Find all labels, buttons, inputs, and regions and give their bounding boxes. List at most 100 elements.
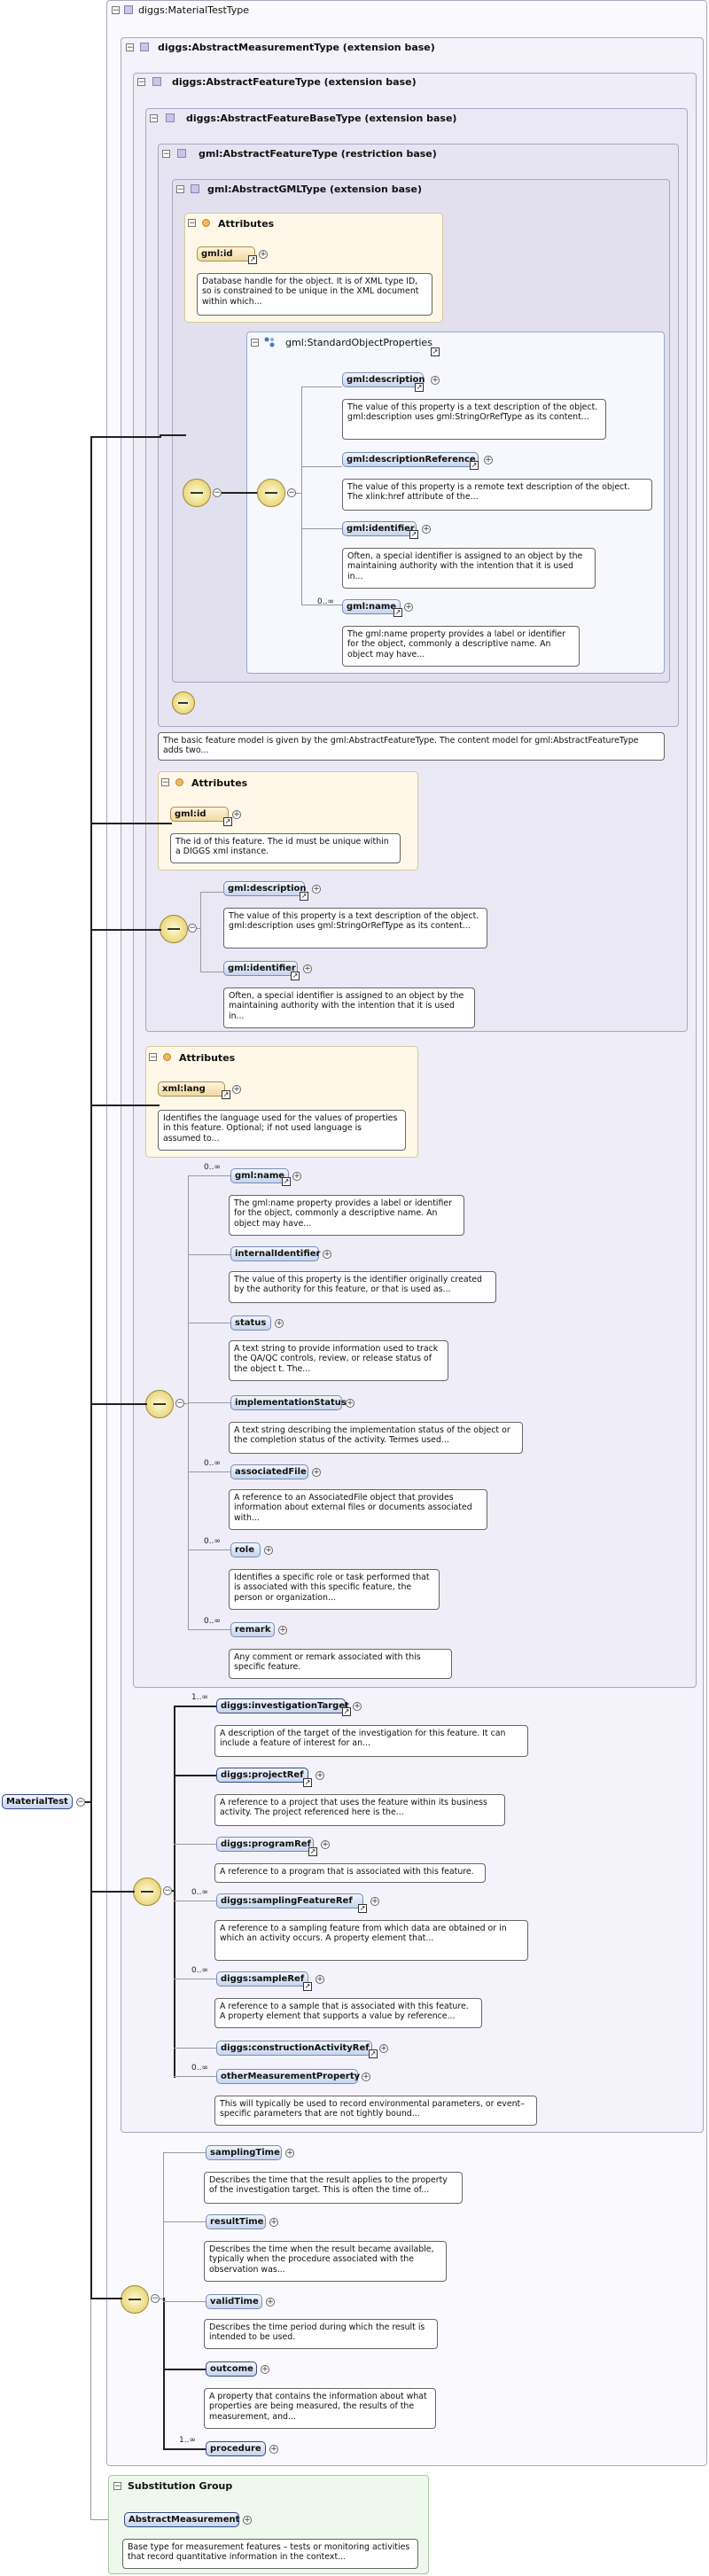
el-sampling-time[interactable]: samplingTime	[206, 2145, 282, 2160]
el-other-measurement-property[interactable]: otherMeasurementProperty	[216, 2069, 360, 2084]
standard-object-properties-toggle[interactable]: −	[251, 339, 259, 347]
expand-icon[interactable]: +	[261, 2365, 269, 2374]
el-outcome[interactable]: outcome	[206, 2361, 257, 2377]
sequence-compositor-icon[interactable]	[160, 915, 188, 943]
gml-abstract-feature-type-toggle[interactable]: −	[162, 150, 170, 159]
expand-icon[interactable]: +	[316, 1771, 324, 1780]
el-remark[interactable]: remark	[230, 1622, 275, 1637]
abstract-feature-type-toggle[interactable]: −	[137, 78, 145, 87]
attr-gml-id[interactable]: gml:id	[197, 246, 255, 262]
el-gml-description-reference[interactable]: gml:descriptionReference	[342, 452, 479, 467]
el-construction-activity-ref[interactable]: diggs:constructionActivityRef	[216, 2041, 372, 2056]
link-icon[interactable]: ↗	[470, 461, 479, 470]
expand-icon[interactable]: +	[266, 2298, 275, 2307]
collapse-icon[interactable]: −	[151, 2294, 160, 2303]
root-element-material-test[interactable]: MaterialTest	[2, 1794, 73, 1809]
link-icon[interactable]: ↗	[415, 383, 424, 392]
expand-icon[interactable]: +	[275, 1319, 284, 1328]
sequence-compositor-icon[interactable]	[145, 1390, 174, 1418]
el-valid-time[interactable]: validTime	[206, 2294, 262, 2309]
expand-icon[interactable]: +	[232, 810, 241, 819]
el-sample-ref[interactable]: diggs:sampleRef	[216, 1971, 308, 1987]
collapse-icon[interactable]: −	[188, 924, 197, 933]
expand-icon[interactable]: +	[312, 885, 321, 894]
el-gml-description[interactable]: gml:description	[342, 372, 425, 387]
attributes-toggle[interactable]: −	[149, 1053, 157, 1062]
collapse-icon[interactable]: −	[163, 1886, 172, 1895]
abstract-measurement-type-toggle[interactable]: −	[126, 43, 134, 52]
el-gml-name[interactable]: gml:name	[342, 599, 401, 614]
link-icon[interactable]: ↗	[409, 530, 418, 539]
attributes-toggle[interactable]: −	[161, 778, 169, 787]
sequence-compositor-icon[interactable]	[133, 1877, 161, 1906]
expand-icon[interactable]: +	[243, 2516, 252, 2525]
el-project-ref[interactable]: diggs:projectRef	[216, 1768, 308, 1783]
el-associated-file[interactable]: associatedFile	[230, 1464, 308, 1479]
link-icon[interactable]: ↗	[291, 972, 300, 980]
expand-icon[interactable]: +	[379, 2044, 388, 2053]
collapse-icon[interactable]: −	[213, 488, 222, 497]
expand-icon[interactable]: +	[316, 1975, 324, 1984]
link-icon[interactable]: ↗	[358, 1904, 367, 1913]
el-internal-identifier[interactable]: internalIdentifier	[230, 1246, 320, 1261]
expand-icon[interactable]: +	[303, 964, 312, 973]
expand-icon[interactable]: +	[259, 250, 268, 259]
expand-icon[interactable]: +	[312, 1468, 321, 1477]
el-investigation-target[interactable]: diggs:investigationTarget	[216, 1698, 349, 1713]
sequence-compositor-icon[interactable]	[257, 479, 285, 507]
collapse-icon[interactable]: −	[175, 1399, 184, 1408]
el-gml-name[interactable]: gml:name	[230, 1168, 289, 1183]
collapse-icon[interactable]: −	[76, 1798, 85, 1807]
expand-icon[interactable]: +	[404, 603, 413, 612]
gml-abstract-gml-type-toggle[interactable]: −	[176, 185, 184, 194]
el-gml-description[interactable]: gml:description	[223, 881, 307, 896]
link-icon[interactable]: ↗	[308, 1847, 317, 1856]
el-abstract-measurement[interactable]: AbstractMeasurement	[124, 2512, 239, 2527]
expand-icon[interactable]: +	[278, 1626, 287, 1635]
sequence-compositor-icon[interactable]	[121, 2285, 149, 2314]
sequence-compositor-icon[interactable]	[183, 479, 211, 507]
substitution-group-toggle[interactable]: −	[113, 2482, 121, 2491]
el-role[interactable]: role	[230, 1542, 261, 1557]
link-icon[interactable]: ↗	[300, 892, 308, 901]
expand-icon[interactable]: +	[292, 1172, 301, 1181]
attr-gml-id[interactable]: gml:id	[170, 807, 229, 822]
expand-icon[interactable]: +	[346, 1399, 354, 1408]
el-implementation-status[interactable]: implementationStatus	[230, 1395, 347, 1410]
expand-icon[interactable]: +	[431, 376, 440, 385]
link-icon[interactable]: ↗	[303, 1778, 312, 1787]
attr-xml-lang[interactable]: xml:lang	[158, 1081, 225, 1097]
link-icon[interactable]: ↗	[303, 1982, 312, 1991]
link-icon[interactable]: ↗	[342, 1707, 351, 1716]
expand-icon[interactable]: +	[484, 456, 493, 464]
expand-icon[interactable]: +	[285, 2149, 294, 2158]
link-icon[interactable]: ↗	[248, 255, 257, 264]
el-gml-identifier[interactable]: gml:identifier	[223, 961, 298, 976]
expand-icon[interactable]: +	[232, 1085, 241, 1094]
el-result-time[interactable]: resultTime	[206, 2214, 266, 2229]
expand-icon[interactable]: +	[362, 2073, 370, 2081]
el-sampling-feature-ref[interactable]: diggs:samplingFeatureRef	[216, 1893, 363, 1909]
expand-icon[interactable]: +	[264, 1546, 273, 1555]
link-icon[interactable]: ↗	[223, 817, 232, 826]
attributes-toggle[interactable]: −	[188, 219, 196, 228]
expand-icon[interactable]: +	[370, 1897, 379, 1906]
sequence-compositor-icon[interactable]	[172, 691, 195, 714]
expand-icon[interactable]: +	[422, 525, 431, 534]
collapse-icon[interactable]: −	[287, 488, 296, 497]
el-status[interactable]: status	[230, 1315, 271, 1331]
el-procedure[interactable]: procedure	[206, 2441, 266, 2456]
el-program-ref[interactable]: diggs:programRef	[216, 1837, 314, 1852]
link-icon[interactable]: ↗	[222, 1090, 230, 1099]
link-icon[interactable]: ↗	[282, 1177, 291, 1186]
link-icon[interactable]: ↗	[369, 2049, 378, 2058]
expand-icon[interactable]: +	[269, 2218, 278, 2227]
link-icon[interactable]: ↗	[393, 608, 402, 617]
link-icon[interactable]: ↗	[431, 347, 440, 356]
expand-icon[interactable]: +	[323, 1250, 331, 1259]
expand-icon[interactable]: +	[269, 2445, 278, 2454]
material-test-type-toggle[interactable]: −	[112, 6, 120, 15]
expand-icon[interactable]: +	[353, 1702, 362, 1711]
abstract-feature-base-type-toggle[interactable]: −	[150, 114, 158, 123]
expand-icon[interactable]: +	[321, 1840, 330, 1849]
